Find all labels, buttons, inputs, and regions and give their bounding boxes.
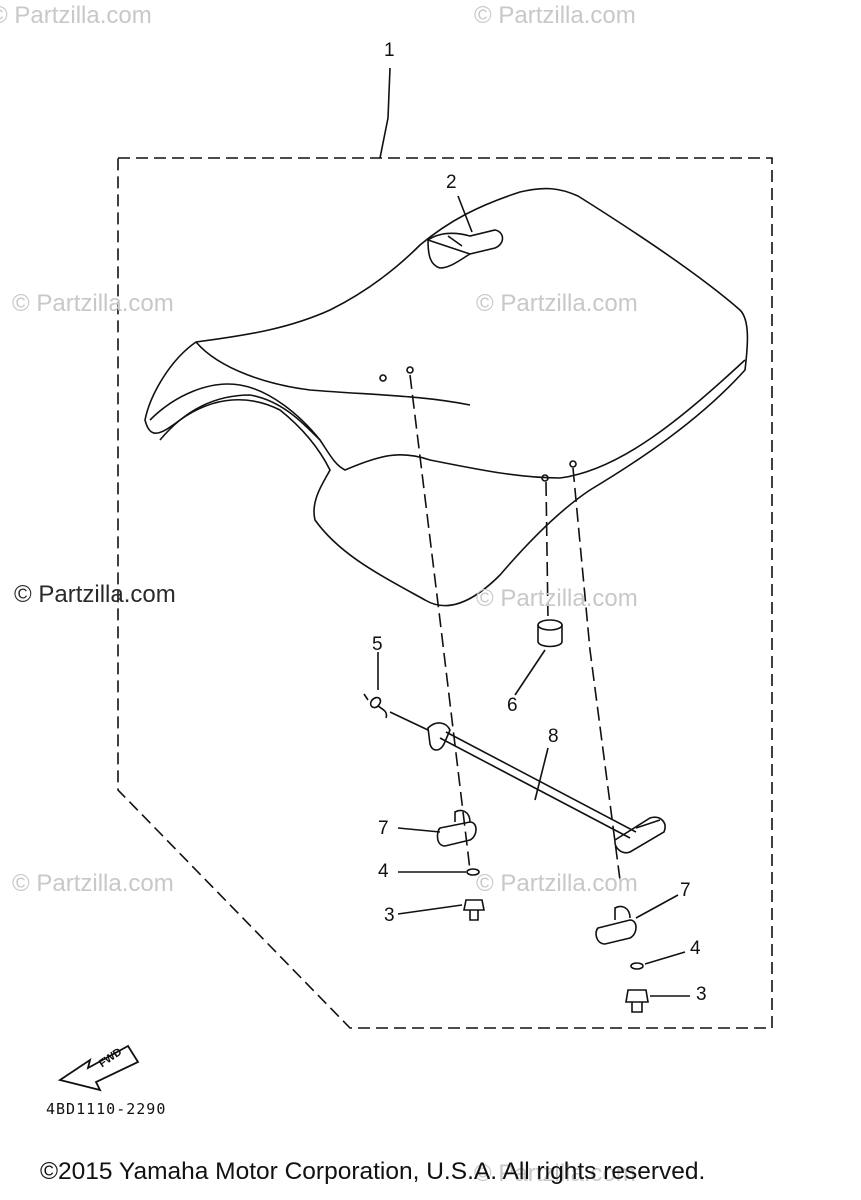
washer-part-4-left [466, 868, 480, 876]
leader-part-3-left [397, 904, 463, 915]
seat-bracket-part-2 [427, 229, 504, 269]
washer-part-4-right [630, 962, 644, 970]
spring-part-5 [363, 693, 388, 719]
seat-rim [149, 359, 746, 479]
leader-part-1 [379, 67, 391, 159]
seat-cushion-part-6 [537, 619, 563, 648]
callout-part-3-left: 3 [384, 905, 395, 926]
watermark-top-left: © Partzilla.com [0, 2, 152, 29]
leader-part-4-right [644, 951, 686, 965]
seat-side-line [195, 341, 471, 406]
callout-part-4-right: 4 [690, 938, 701, 959]
callout-part-7-left: 7 [378, 818, 389, 839]
leader-part-6 [514, 649, 546, 696]
callout-part-1: 1 [384, 40, 395, 61]
watermark-mid-center: © Partzilla.com [476, 290, 638, 317]
leader-part-7-left [397, 827, 441, 833]
align-line-right [572, 467, 621, 881]
callout-part-4-left: 4 [378, 861, 389, 882]
leader-part-7-right [635, 894, 679, 919]
watermark-top-center: © Partzilla.com [474, 2, 636, 29]
diagram-code: 4BD1110-2290 [46, 1100, 167, 1118]
callout-part-5: 5 [372, 634, 383, 655]
assembly-boundary [117, 157, 773, 1029]
callout-part-6: 6 [507, 695, 518, 716]
leader-part-8 [534, 747, 549, 801]
seat-hole-c [541, 474, 549, 482]
callout-part-3-right: 3 [696, 984, 707, 1005]
bolt-part-3-right [625, 989, 649, 1013]
leader-part-2 [457, 195, 473, 233]
seat-hole-b [406, 366, 414, 374]
watermark-bottom-left: © Partzilla.com [12, 870, 174, 897]
bracket-part-7-left [436, 809, 477, 847]
watermark-footer-center: © Partzilla.com [474, 1160, 636, 1187]
bolt-part-3-left [463, 899, 485, 921]
seat-outline [144, 187, 749, 607]
align-line-left [409, 374, 471, 871]
bracket-part-7-right [595, 905, 637, 945]
watermark-center-lower: © Partzilla.com [476, 585, 638, 612]
seat-hole-d [569, 460, 577, 468]
align-line-mid [545, 481, 549, 621]
seat-hole-a [379, 374, 387, 382]
watermark-left-dark: © Partzilla.com [14, 581, 176, 608]
callout-part-8: 8 [548, 726, 559, 747]
watermark-mid-left: © Partzilla.com [12, 290, 174, 317]
copyright-notice: ©2015 Yamaha Motor Corporation, U.S.A. A… [40, 1158, 706, 1185]
watermark-bottom-center: © Partzilla.com [476, 870, 638, 897]
seat-notch [159, 394, 321, 441]
callout-part-7-right: 7 [680, 880, 691, 901]
fwd-arrow-icon [57, 1044, 140, 1092]
seat-lock-rod-part-8 [389, 711, 666, 854]
callout-part-2: 2 [446, 172, 457, 193]
